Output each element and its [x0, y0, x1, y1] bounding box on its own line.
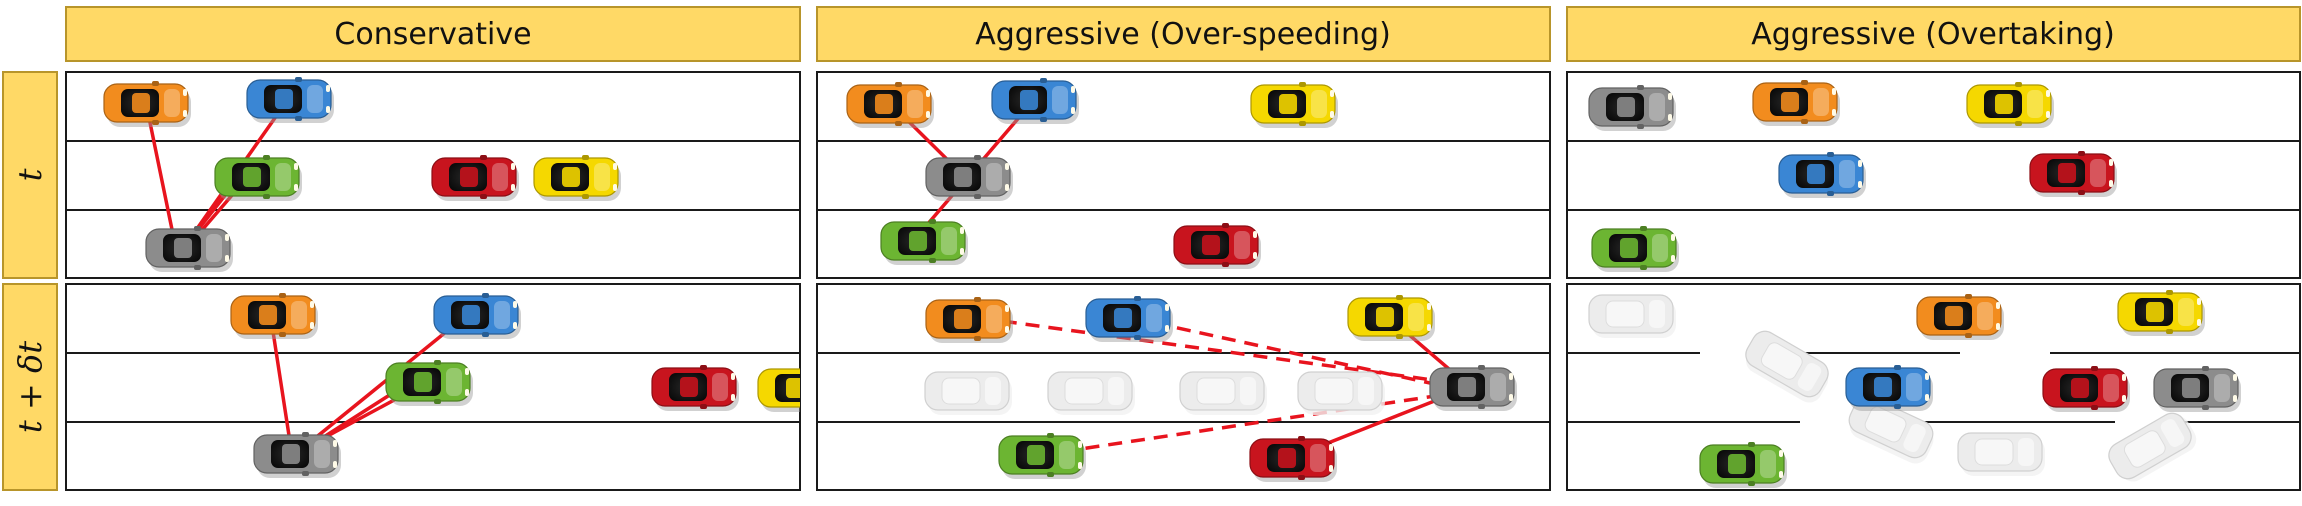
- car-ego-gray: [145, 226, 233, 272]
- row-headers: t t + δt: [2, 71, 58, 491]
- dashed-link-green-to-gray: [1039, 390, 1463, 457]
- header-overtaking-label: Aggressive (Overtaking): [1751, 17, 2115, 52]
- car-ghost-trail: [1745, 330, 1829, 403]
- car-ghost-trail: [1297, 371, 1385, 415]
- car-orange: [230, 293, 318, 339]
- vehicles: [103, 77, 2241, 488]
- car-red: [2042, 366, 2130, 412]
- car-red: [651, 365, 739, 411]
- car-green: [214, 155, 302, 201]
- car-blue: [991, 78, 1079, 124]
- link-blue-to-gray: [291, 308, 475, 458]
- panel-overtaking-t: [1566, 71, 2301, 279]
- car-red: [1249, 436, 1337, 482]
- car-ghost-trail: [1047, 371, 1135, 415]
- car-green: [1699, 442, 1787, 488]
- header-over-speeding: Aggressive (Over-speeding): [816, 6, 1551, 62]
- header-conservative: Conservative: [65, 6, 801, 62]
- car-yellow: [2117, 290, 2205, 336]
- car-ghost-trail: [924, 371, 1012, 415]
- car-yellow: [1250, 82, 1338, 128]
- car-orange: [103, 81, 191, 127]
- car-orange: [1916, 294, 2004, 340]
- car-ego-gray: [1588, 85, 1676, 131]
- column-headers: Conservative Aggressive (Over-speeding) …: [65, 6, 2301, 62]
- header-conservative-label: Conservative: [334, 17, 531, 52]
- row-header-t-dt-label: t + δt: [11, 341, 49, 433]
- dashed-link-orange-to-gray: [979, 316, 1463, 386]
- car-green: [880, 219, 968, 265]
- panel-conservative-t: [65, 71, 801, 279]
- car-ghost-trail: [1957, 432, 2045, 476]
- car-red: [431, 155, 519, 201]
- car-ego-gray: [253, 432, 341, 478]
- car-yellow: [533, 155, 621, 201]
- link-orange-to-gray: [268, 310, 294, 457]
- car-orange: [846, 82, 934, 128]
- car-ego-gray: [1429, 365, 1517, 411]
- row-header-t-label: t: [11, 168, 49, 181]
- car-orange: [925, 297, 1013, 343]
- road-panels: [65, 71, 2301, 491]
- car-ghost-trail: [1848, 395, 1934, 464]
- car-orange: [1752, 80, 1840, 126]
- car-ego-gray: [2153, 366, 2241, 412]
- car-yellow: [757, 368, 800, 412]
- car-green: [998, 433, 1086, 479]
- car-green: [1591, 226, 1679, 272]
- car-yellow: [1966, 82, 2054, 128]
- car-yellow: [1347, 295, 1435, 341]
- car-ghost-trail: [2108, 412, 2197, 482]
- header-overtaking: Aggressive (Overtaking): [1566, 6, 2301, 62]
- car-ego-gray: [925, 155, 1013, 201]
- car-green: [385, 360, 473, 406]
- row-header-t-dt: t + δt: [2, 283, 58, 491]
- row-header-t: t: [2, 71, 58, 279]
- car-blue: [1845, 365, 1933, 411]
- dashed-link-blue-to-gray: [1131, 316, 1463, 392]
- car-red: [1173, 223, 1261, 269]
- car-yellow-partial-group: [757, 368, 800, 412]
- car-red: [2029, 151, 2117, 197]
- car-blue: [433, 293, 521, 339]
- car-blue: [1778, 152, 1866, 198]
- car-blue: [246, 77, 334, 123]
- interaction-lines-dashed: [979, 316, 1463, 457]
- link-orange-to-gray: [144, 101, 178, 251]
- car-ghost-trail: [1588, 294, 1676, 338]
- car-ghost-trail: [1179, 371, 1267, 415]
- car-blue: [1085, 296, 1173, 342]
- header-over-speeding-label: Aggressive (Over-speeding): [975, 17, 1391, 52]
